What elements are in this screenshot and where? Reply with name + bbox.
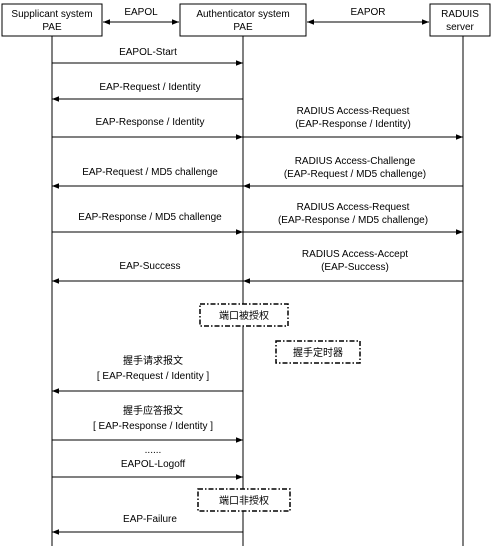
msg-handshake-response-label-2: [ EAP-Response / Identity ] [93,421,213,432]
radius-name-line1: RADUIS [441,9,479,20]
msg-eap-response-md5-label: EAP-Response / MD5 challenge [78,212,222,223]
radius-name-line2: server [446,22,474,33]
msg-radius-access-challenge-label-2: (EAP-Request / MD5 challenge) [284,169,426,180]
authenticator-name-line1: Authenticator system [196,9,289,20]
ellipsis-text: ...... [145,445,162,456]
msg-radius-access-request-label-1: RADIUS Access-Request [297,106,410,117]
msg-eap-request-md5-label: EAP-Request / MD5 challenge [82,167,218,178]
state-handshake-timer-label: 握手定时器 [293,346,343,359]
msg-eap-response-identity-label: EAP-Response / Identity [96,117,205,128]
msg-radius-access-request-label-2: (EAP-Response / Identity) [295,119,411,130]
msg-handshake-response-label-1: 握手应答报文 [123,404,183,417]
authenticator-box: Authenticator system PAE [179,3,307,37]
msg-eapol-logoff-label: EAPOL-Logoff [121,459,186,470]
msg-eapol-start-label: EAPOL-Start [119,47,177,58]
msg-radius-access-accept-label-2: (EAP-Success) [321,262,389,273]
supplicant-name-line1: Supplicant system [11,9,92,20]
supplicant-name-line2: PAE [42,22,62,33]
state-handshake-timer: 握手定时器 [275,340,361,364]
state-port-authorized: 端口被授权 [199,303,289,327]
state-port-authorized-label: 端口被授权 [219,309,269,322]
msg-eap-success-label: EAP-Success [119,261,180,272]
state-port-unauthorized: 端口非授权 [197,488,291,512]
eapol-label: EAPOL [124,7,158,18]
msg-radius-access-request-md5-label-2: (EAP-Response / MD5 challenge) [278,215,428,226]
msg-handshake-request-label-1: 握手请求报文 [123,354,183,367]
radius-box: RADUIS server [429,3,491,37]
msg-radius-access-accept-label-1: RADIUS Access-Accept [302,249,408,260]
msg-handshake-request-label-2: [ EAP-Request / Identity ] [97,371,209,382]
msg-eap-failure-label: EAP-Failure [123,514,177,525]
msg-radius-access-challenge-label-1: RADIUS Access-Challenge [295,156,416,167]
supplicant-box: Supplicant system PAE [1,3,103,37]
state-port-unauthorized-label: 端口非授权 [219,494,269,507]
eapor-label: EAPOR [350,7,385,18]
msg-eap-request-identity-label: EAP-Request / Identity [99,82,200,93]
msg-radius-access-request-md5-label-1: RADIUS Access-Request [297,202,410,213]
authenticator-name-line2: PAE [233,22,253,33]
